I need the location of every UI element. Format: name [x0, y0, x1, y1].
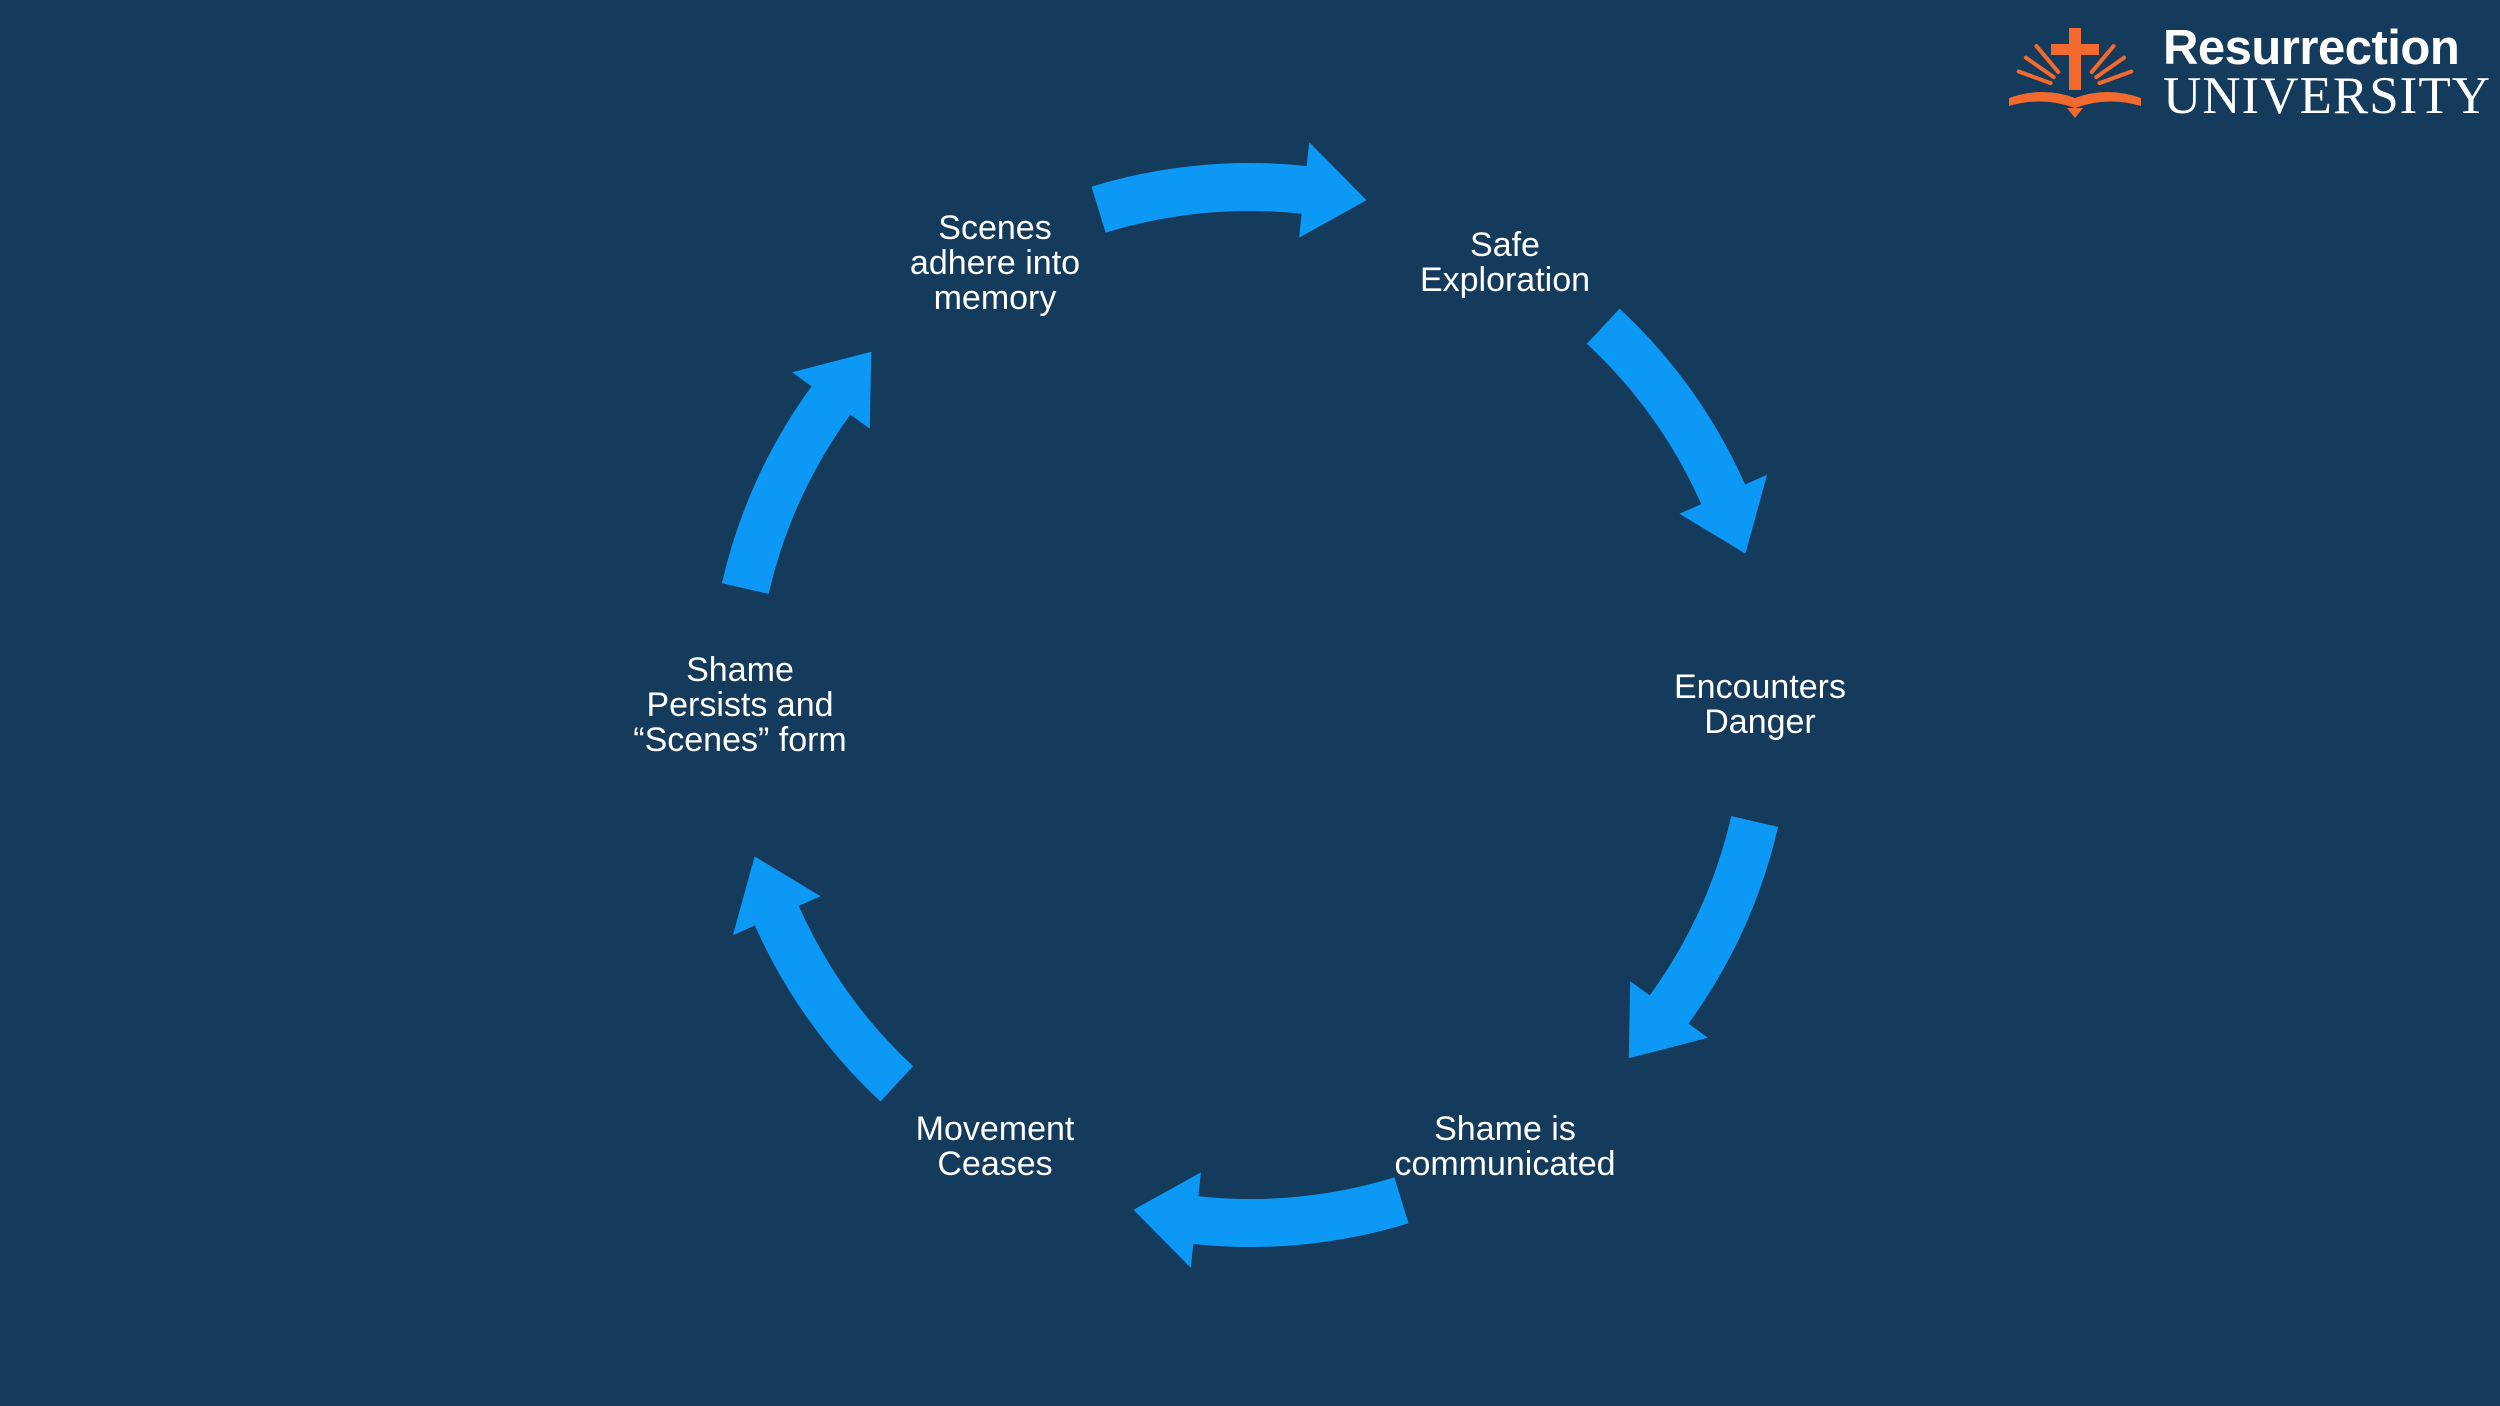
cycle-node-line: Danger — [1704, 703, 1816, 741]
cycle-node-line: Movement — [915, 1109, 1075, 1148]
cycle-arrow-5 — [721, 351, 872, 594]
cycle-node-line: Exploration — [1419, 261, 1591, 300]
logo-line-university: UNIVERSITY — [2163, 67, 2491, 125]
cycle-arrow-6 — [1091, 142, 1367, 238]
cycle-node-line: Scenes — [938, 208, 1052, 247]
cycle-node-line: Shame — [686, 650, 794, 689]
cycle-arrow-3 — [1133, 1172, 1409, 1268]
cycle-arrow-4 — [732, 856, 914, 1102]
cycle-node-line: Encounters — [1674, 668, 1846, 706]
cycle-arrow-1 — [1586, 308, 1768, 554]
cycle-node-line: Safe — [1470, 226, 1540, 265]
cross-book-icon — [2009, 28, 2141, 118]
cycle-node-line: communicated — [1394, 1144, 1616, 1183]
cycle-node-line: “Scenes” form — [633, 720, 847, 759]
resurrection-university-logo: Resurrection UNIVERSITY — [2005, 20, 2490, 125]
cycle-arrow-2 — [1628, 816, 1779, 1059]
cycle-node-line: Persists and — [646, 685, 834, 724]
cycle-node-line: memory — [933, 278, 1057, 317]
logo-line-resurrection: Resurrection — [2163, 21, 2460, 75]
cycle-node-line: Ceases — [937, 1144, 1053, 1183]
cycle-node-line: Shame is — [1434, 1109, 1576, 1148]
cycle-node-line: adhere into — [909, 243, 1081, 282]
